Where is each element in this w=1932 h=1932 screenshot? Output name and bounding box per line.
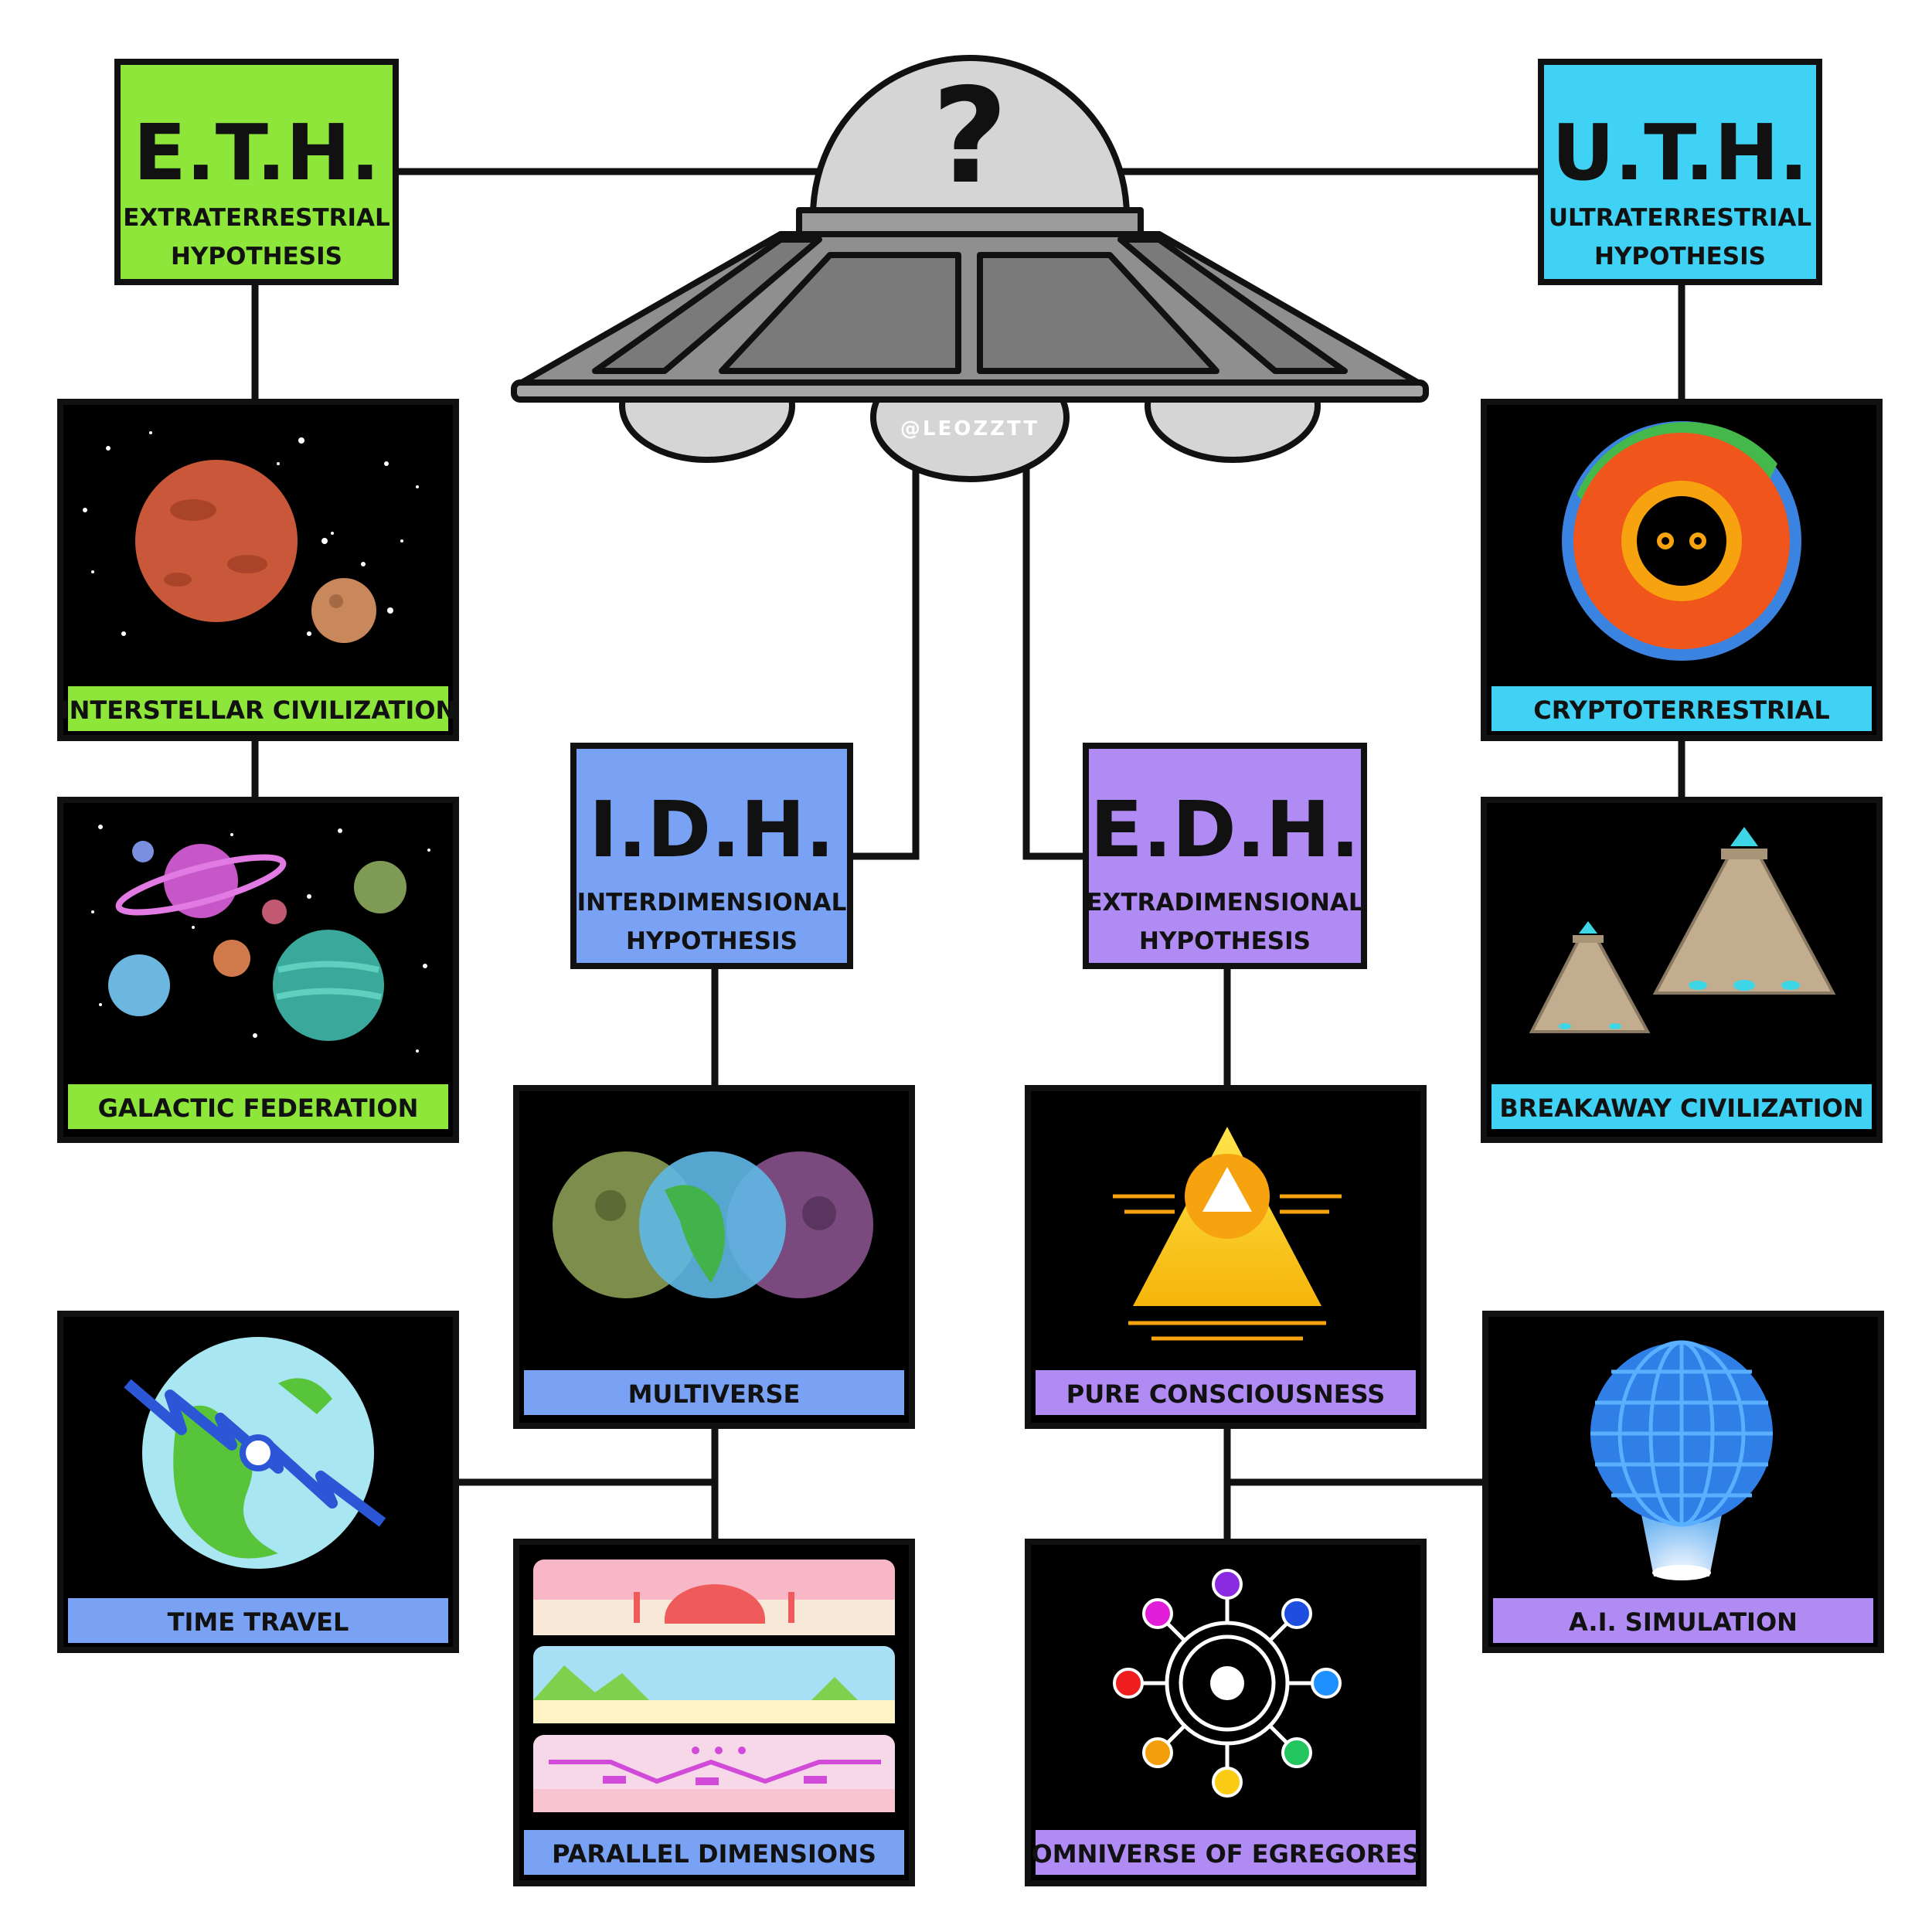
card-parallel-dimensions: PARALLEL DIMENSIONS — [513, 1539, 915, 1886]
card-label-pure: PURE CONSCIOUSNESS — [1066, 1379, 1386, 1409]
card-label-parallel: PARALLEL DIMENSIONS — [552, 1839, 876, 1869]
watermark: @LEOZZTT — [900, 417, 1039, 440]
card-time-travel: TIME TRAVEL — [57, 1311, 459, 1653]
card-label-multiverse: MULTIVERSE — [628, 1379, 801, 1409]
idh-title: I.D.H. — [589, 784, 835, 875]
idh-subtitle-line1: INTERDIMENSIONAL — [577, 889, 847, 917]
edh-subtitle-line2: HYPOTHESIS — [1139, 927, 1311, 955]
card-galactic-federation: GALACTIC FEDERATION — [57, 797, 459, 1143]
card-cryptoterrestrial: CRYPTOTERRESTRIAL — [1481, 399, 1883, 741]
card-label-timetravel: TIME TRAVEL — [168, 1607, 349, 1637]
uth-subtitle-line1: ULTRATERRESTRIAL — [1549, 204, 1811, 232]
card-breakaway-civilization: BREAKAWAY CIVILIZATION — [1481, 797, 1883, 1143]
card-interstellar-civilization: INTERSTELLAR CIVILIZATION — [57, 399, 459, 741]
hypothesis-idh: I.D.H. INTERDIMENSIONAL HYPOTHESIS — [570, 743, 853, 969]
card-label-ai: A.I. SIMULATION — [1569, 1607, 1798, 1637]
card-pure-consciousness: PURE CONSCIOUSNESS — [1025, 1085, 1427, 1429]
hypothesis-uth: U.T.H. ULTRATERRESTRIAL HYPOTHESIS — [1538, 59, 1822, 285]
hollow-earth-icon — [1562, 421, 1801, 661]
node-wheel-icon — [1113, 1569, 1342, 1798]
eth-subtitle-line2: HYPOTHESIS — [171, 243, 342, 270]
card-ai-simulation: A.I. SIMULATION — [1482, 1311, 1884, 1653]
edh-title: E.D.H. — [1090, 784, 1360, 875]
planets-icon — [83, 431, 419, 643]
card-label-galactic: GALACTIC FEDERATION — [98, 1094, 419, 1123]
edh-subtitle-line1: EXTRADIMENSIONAL — [1086, 889, 1363, 917]
pyramid-ships-icon — [1529, 827, 1836, 1033]
eth-title: E.T.H. — [134, 107, 380, 198]
glowing-pyramid-icon — [1113, 1127, 1342, 1341]
eth-subtitle-line1: EXTRATERRESTRIAL — [123, 204, 390, 232]
card-label-crypto: CRYPTOTERRESTRIAL — [1533, 696, 1829, 725]
hypothesis-edh: E.D.H. EXTRADIMENSIONAL HYPOTHESIS — [1083, 743, 1367, 969]
saucer-question-mark: ? — [932, 60, 1009, 213]
uth-title: U.T.H. — [1552, 107, 1808, 198]
flying-saucer-icon: ? @LEOZZTT — [511, 55, 1429, 482]
stacked-landscapes-icon — [533, 1560, 895, 1812]
overlapping-worlds-icon — [553, 1151, 873, 1298]
card-label-breakaway: BREAKAWAY CIVILIZATION — [1499, 1094, 1863, 1123]
hypothesis-eth: E.T.H. EXTRATERRESTRIAL HYPOTHESIS — [114, 59, 399, 285]
card-multiverse: MULTIVERSE — [513, 1085, 915, 1429]
globe-lightning-icon — [124, 1337, 386, 1569]
idh-subtitle-line2: HYPOTHESIS — [626, 927, 798, 955]
planet-system-icon — [91, 825, 430, 1053]
wireframe-sphere-icon — [1590, 1340, 1773, 1580]
card-omniverse-of-egregores: OMNIVERSE OF EGREGORES — [1025, 1539, 1427, 1886]
connector-lines — [251, 168, 1685, 1542]
card-label-omniverse: OMNIVERSE OF EGREGORES — [1032, 1839, 1420, 1869]
card-label-interstellar: INTERSTELLAR CIVILIZATION — [60, 696, 457, 725]
uth-subtitle-line2: HYPOTHESIS — [1594, 243, 1766, 270]
